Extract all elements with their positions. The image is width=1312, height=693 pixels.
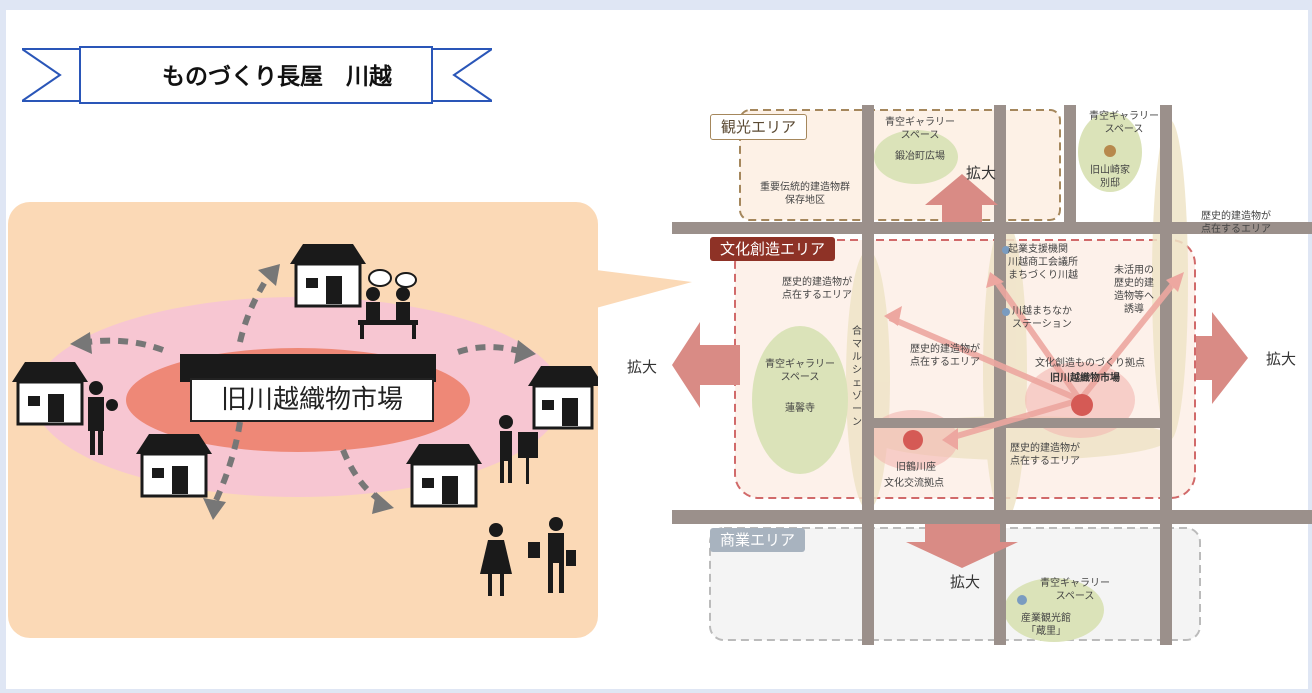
historic-label-center: 歴史的建造物が 点在するエリア xyxy=(910,344,980,368)
house-icon-bottom-left xyxy=(136,434,212,498)
hub-label: 文化創造ものづくり拠点 xyxy=(1035,358,1145,369)
historic-label-right: 歴史的建造物が 点在するエリア xyxy=(1201,211,1271,235)
square-label: 鍛冶町広場 xyxy=(895,151,945,162)
banner-ribbon-shape xyxy=(22,46,492,104)
station-label: 川越まちなか ステーション xyxy=(1012,306,1072,330)
house-icon-top xyxy=(290,244,366,308)
banner-title: ものづくり長屋 川越 xyxy=(162,64,392,90)
commerce-area-tag: 商業エリア xyxy=(710,528,806,552)
tourism-area-tag: 観光エリア xyxy=(710,114,808,140)
marche-zone-label: 合マルシェゾーン xyxy=(852,326,862,428)
yamazaki-label: 旧山崎家 別邸 xyxy=(1090,165,1130,189)
tsurukawa-label: 旧鶴川座 xyxy=(896,462,936,473)
market-name-label: 旧川越織物市場 xyxy=(190,378,434,422)
rengeji-label: 蓮馨寺 xyxy=(785,403,815,414)
expand-label-top: 拡大 xyxy=(966,164,997,182)
hub-name-label: 旧川越織物市場 xyxy=(1050,373,1120,384)
arrow-left xyxy=(87,337,165,353)
title-banner: ものづくり長屋 川越 xyxy=(22,45,492,105)
gallery-label-top: 青空ギャラリー スペース xyxy=(885,117,955,141)
arrow-down-left xyxy=(210,421,243,509)
gallery-label-left: 青空ギャラリー スペース xyxy=(765,359,835,383)
arrow-up xyxy=(237,272,273,343)
makers-panel: 旧川越織物市場 xyxy=(8,202,598,638)
meeting-people-icon xyxy=(358,269,418,339)
market-roof xyxy=(180,354,436,382)
gallery-label-bottom: 青空ギャラリー スペース xyxy=(1040,578,1110,602)
gallery-label-topright: 青空ギャラリー スペース xyxy=(1089,111,1159,135)
preservation-label: 重要伝統的建造物群 保存地区 xyxy=(760,182,850,206)
shoppers-icon xyxy=(480,517,576,596)
chef-icon xyxy=(88,381,118,455)
house-icon-right xyxy=(528,366,598,430)
expand-label-bottom: 拡大 xyxy=(950,573,981,591)
support-label: 起業支援機関 川越商工会議所 まちづくり川越 xyxy=(1008,244,1078,281)
expand-label-right: 拡大 xyxy=(1266,350,1297,368)
expand-label-left: 拡大 xyxy=(627,358,658,376)
historic-label-bottom: 歴史的建造物が 点在するエリア xyxy=(1010,443,1080,467)
historic-label-left: 歴史的建造物が 点在するエリア xyxy=(782,277,852,301)
culture-area-tag: 文化創造エリア xyxy=(710,237,836,261)
callout-pointer xyxy=(596,270,692,308)
unused-buildings-label: 未活用の 歴史的建 造物等へ 誘導 xyxy=(1114,265,1154,315)
painter-icon xyxy=(499,415,538,484)
house-icon-left xyxy=(12,362,88,426)
exchange-hub-label: 文化交流拠点 xyxy=(884,478,944,489)
house-icon-bottom-right xyxy=(406,444,482,508)
kurari-label: 産業観光館 「蔵里」 xyxy=(1021,613,1071,637)
